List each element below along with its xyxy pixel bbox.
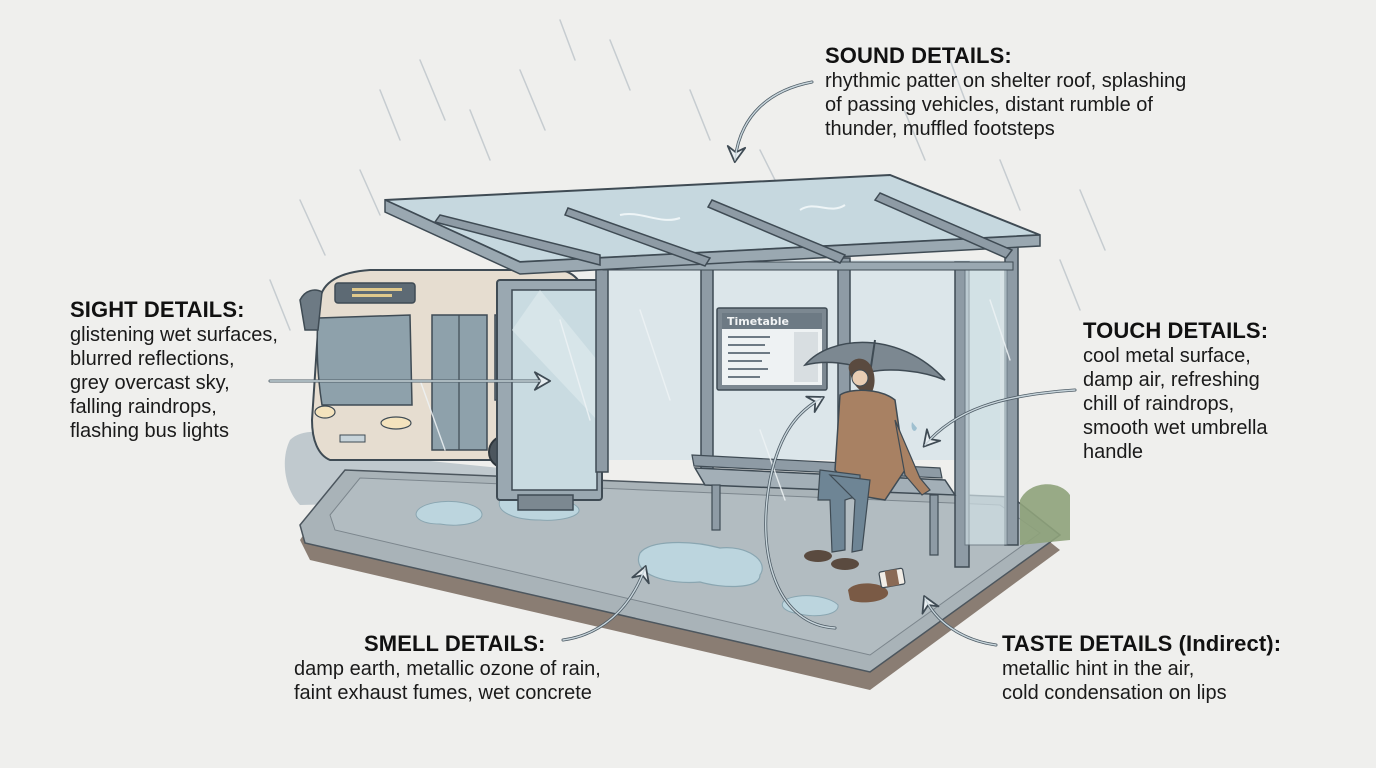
sight-details-text: glistening wet surfaces, blurred reflect… [70, 323, 278, 443]
sound-details-callout: SOUND DETAILS: rhythmic patter on shelte… [825, 43, 1186, 141]
touch-details-title: TOUCH DETAILS: [1083, 318, 1269, 343]
sight-line-2: blurred reflections, [70, 348, 235, 371]
touch-line-5: handle [1083, 441, 1144, 464]
sound-line-2: of passing vehicles, distant rumble of [825, 94, 1153, 117]
sight-line-3: grey overcast sky, [70, 372, 230, 395]
taste-details-text: metallic hint in the air, cold condensat… [1002, 657, 1281, 705]
smell-details-title: SMELL DETAILS: [364, 631, 546, 656]
bus-headlight [314, 405, 336, 419]
touch-line-4: smooth wet umbrella [1083, 417, 1268, 440]
spilled-coffee-cup [848, 567, 906, 603]
touch-details-callout: TOUCH DETAILS: cool metal surface, damp … [1083, 318, 1268, 464]
sight-line-4: falling raindrops, [70, 396, 217, 419]
taste-line-2: cold condensation on lips [1002, 682, 1227, 705]
sight-details-title: SIGHT DETAILS: [70, 297, 245, 322]
taste-details-callout: TASTE DETAILS (Indirect): metallic hint … [1002, 631, 1281, 705]
seated-person [802, 339, 946, 570]
coat [834, 389, 906, 501]
smell-details-text: damp earth, metallic ozone of rain, fain… [294, 657, 601, 705]
sound-line-1: rhythmic patter on shelter roof, splashi… [825, 70, 1187, 93]
bus-destination-sign [334, 282, 416, 304]
touch-details-text: cool metal surface, damp air, refreshing… [1083, 344, 1268, 464]
timetable-title: Timetable [727, 315, 789, 328]
rain-streaks [269, 19, 1106, 331]
taste-line-1: metallic hint in the air, [1002, 658, 1195, 681]
sight-line-1: glistening wet surfaces, [70, 324, 278, 347]
touch-line-2: damp air, refreshing [1083, 369, 1260, 392]
sight-line-5: flashing bus lights [70, 420, 229, 443]
touch-line-3: chill of raindrops, [1083, 393, 1235, 416]
sight-details-callout: SIGHT DETAILS: glistening wet surfaces, … [70, 297, 278, 443]
timetable-sign: Timetable [716, 307, 828, 391]
bus-windshield [316, 314, 413, 406]
shelter-roof [384, 173, 1041, 275]
sound-line-3: thunder, muffled footsteps [825, 118, 1055, 141]
sound-arrow [726, 80, 814, 164]
taste-details-title: TASTE DETAILS (Indirect): [1002, 631, 1282, 656]
smell-details-callout: SMELL DETAILS: damp earth, metallic ozon… [294, 631, 601, 705]
touch-line-1: cool metal surface, [1083, 345, 1251, 368]
smell-line-1: damp earth, metallic ozone of rain, [294, 658, 601, 681]
smell-line-2: faint exhaust fumes, wet concrete [294, 682, 592, 705]
puddle [637, 541, 763, 588]
advertising-panel [496, 279, 603, 511]
sound-details-text: rhythmic patter on shelter roof, splashi… [825, 69, 1186, 141]
sound-details-title: SOUND DETAILS: [825, 43, 1012, 68]
